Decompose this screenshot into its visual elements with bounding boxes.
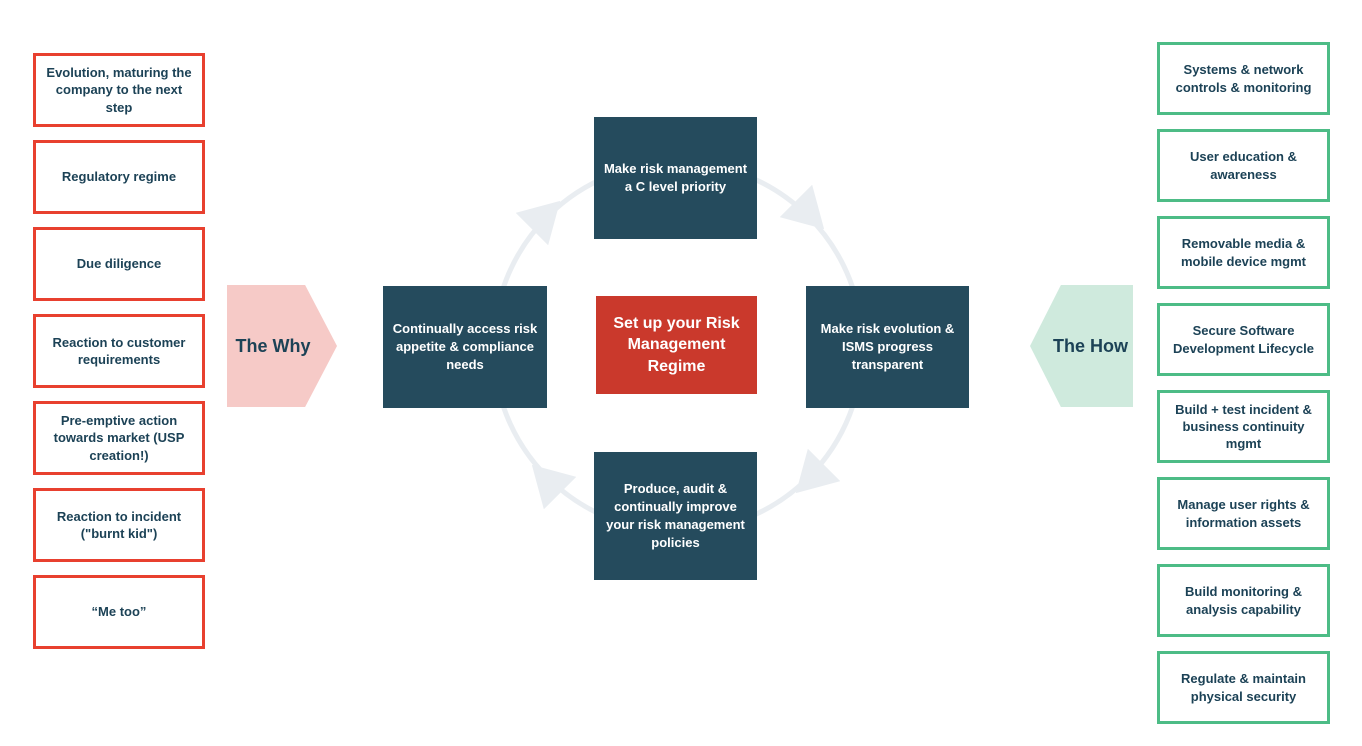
how-item-box: Build monitoring & analysis capability [1157,564,1330,637]
how-arrow: The How [1030,285,1133,407]
why-item-box: Evolution, maturing the company to the n… [33,53,205,127]
why-item-box: Due diligence [33,227,205,301]
why-item-box: “Me too” [33,575,205,649]
cycle-step-right: Make risk evolution & ISMS progress tran… [806,286,969,408]
why-item-box: Reaction to customer requirements [33,314,205,388]
cycle-step-top: Make risk management a C level priority [594,117,757,239]
why-arrow-label: The Why [235,335,311,356]
why-arrow: The Why [227,285,337,407]
why-item-box: Reaction to incident ("burnt kid") [33,488,205,562]
cycle-step-left: Continually access risk appetite & compl… [383,286,547,408]
cycle-step-bottom: Produce, audit & continually improve you… [594,452,757,580]
why-item-box: Regulatory regime [33,140,205,214]
how-item-box: Systems & network controls & monitoring [1157,42,1330,115]
how-item-box: Regulate & maintain physical security [1157,651,1330,724]
how-item-box: Removable media & mobile device mgmt [1157,216,1330,289]
why-column: Evolution, maturing the company to the n… [33,53,205,649]
how-arrow-label: The How [1053,335,1128,356]
how-item-box: User education & awareness [1157,129,1330,202]
how-column: Systems & network controls & monitoring … [1157,42,1330,724]
how-item-box: Build + test incident & business continu… [1157,390,1330,463]
how-item-box: Secure Software Development Lifecycle [1157,303,1330,376]
how-item-box: Manage user rights & information assets [1157,477,1330,550]
why-item-box: Pre-emptive action towards market (USP c… [33,401,205,475]
cycle-center-box: Set up your Risk Management Regime [596,296,757,394]
